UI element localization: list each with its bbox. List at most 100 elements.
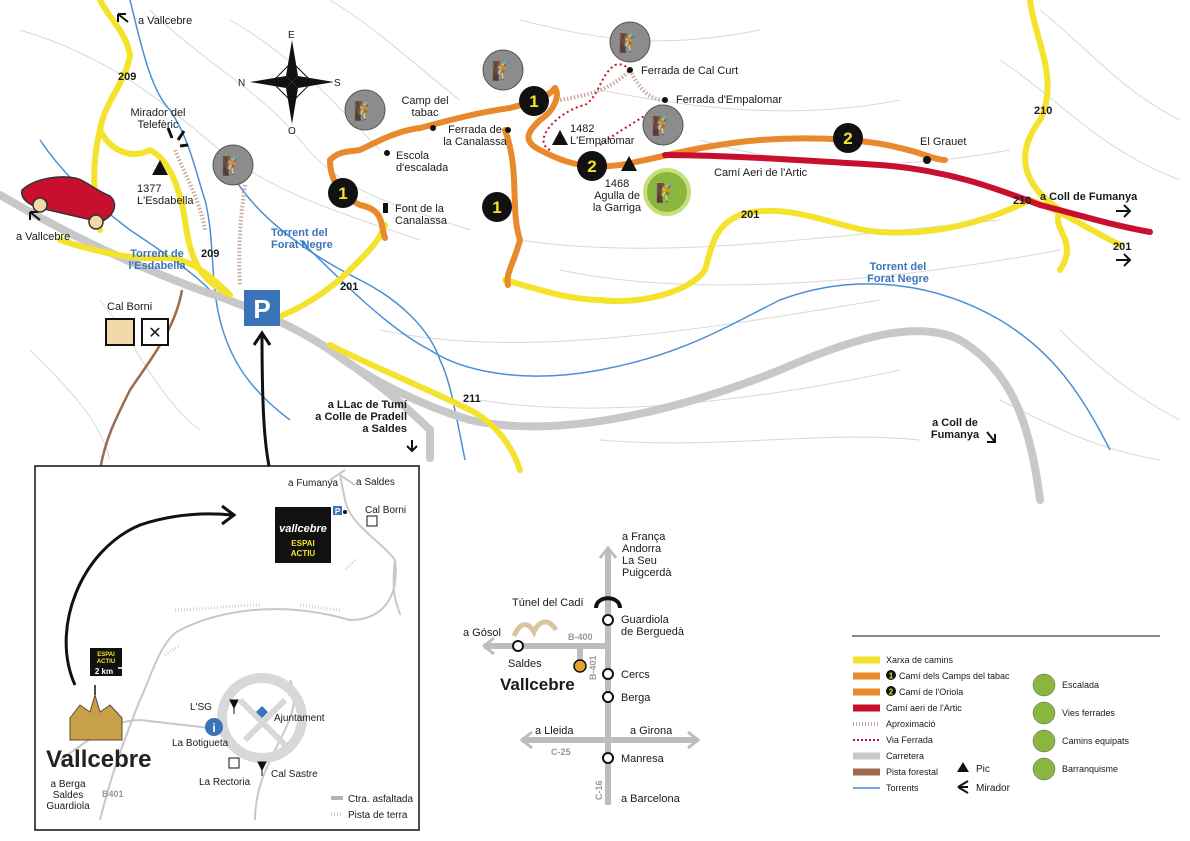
orange-routes	[327, 85, 948, 288]
legend-mirador: Mirador	[976, 783, 1011, 794]
regional-points	[512, 614, 614, 764]
svg-text:P: P	[335, 507, 341, 516]
route-210-a: 210	[1034, 105, 1052, 117]
legend-badge	[886, 670, 896, 680]
legend-label: Torrents	[886, 783, 919, 793]
legend-label: Camí aeri de l'Artic	[886, 703, 962, 713]
legend-badge	[886, 686, 896, 696]
legend-activity-icon	[1032, 729, 1056, 753]
yellow-trails	[57, 0, 1123, 473]
reg-lleida: a Lleida	[535, 725, 574, 737]
parking-sign	[244, 290, 280, 326]
marker-2b: 2	[843, 129, 852, 148]
inset-rectoria: La Rectoria	[199, 777, 251, 788]
inset-parking	[333, 506, 342, 515]
marker-1a: 1	[338, 184, 347, 203]
pic-garriga-icon	[621, 156, 637, 171]
marker-1c: 1	[529, 92, 538, 111]
marker-1b: 1	[492, 198, 501, 217]
inset-legend-dirt: Pista de terra	[348, 810, 408, 821]
label-ferrada-cal-curt: Ferrada de Cal Curt	[641, 65, 738, 77]
route-211: 211	[463, 393, 481, 405]
legend-activity-icon	[1032, 701, 1056, 725]
regional-arrows	[481, 545, 701, 750]
espai-actiu-sign	[90, 648, 122, 676]
label-cal-borni: Cal Borni	[107, 301, 152, 313]
marker-2a: 2	[587, 157, 596, 176]
legend-label: Camí dels Camps del tabac	[899, 671, 1010, 681]
inset-arrow	[64, 512, 233, 686]
legend-mirador-icon	[957, 780, 969, 794]
inset-ajuntament: Ajuntament	[274, 713, 325, 724]
reg-b401: B-401	[588, 655, 598, 680]
inset-restaurant-icon	[366, 515, 378, 527]
legend-activity-icon	[1032, 757, 1056, 781]
forest-track	[98, 289, 184, 471]
inset-legend-asphalt: Ctra. asfaltada	[348, 794, 413, 805]
reg-manresa: Manresa	[621, 753, 665, 765]
label-a-vallcebre-top: a Vallcebre	[138, 15, 192, 27]
label-coll-fumanya-right: a Coll de Fumanya	[1040, 191, 1138, 203]
logo-sub2: ACTIU	[291, 549, 316, 558]
aerial-route	[662, 152, 1153, 235]
ferrada-icon-1	[482, 49, 524, 91]
mountain-icon	[511, 619, 559, 638]
svg-text:ESPAI: ESPAI	[97, 652, 115, 658]
logo-sub1: ESPAI	[291, 539, 314, 548]
espai-actiu-logo	[275, 507, 331, 563]
escalada-icon-2	[212, 144, 254, 186]
legend-activity-label: Vies ferrades	[1062, 708, 1115, 718]
compass-s: S	[334, 78, 341, 89]
approach-paths	[173, 68, 666, 286]
svg-text:✕: ✕	[148, 325, 161, 342]
svg-text:i: i	[212, 721, 215, 735]
reg-saldes: Saldes	[508, 658, 542, 670]
direction-arrows	[29, 13, 1132, 453]
pic-empalomar-icon	[552, 130, 568, 145]
svg-text:2 km: 2 km	[95, 667, 113, 676]
inset-town: Vallcebre	[46, 746, 151, 773]
car-icon	[20, 176, 116, 230]
camins-equipats-icon	[643, 168, 691, 216]
parking-label: P	[253, 294, 270, 324]
camping-icon	[105, 318, 135, 346]
reg-berga: Berga	[621, 692, 651, 704]
label-el-grauet: El Grauet	[920, 136, 966, 148]
legend-activity-label: Escalada	[1062, 680, 1099, 690]
info-icon	[205, 718, 223, 736]
escalada-icon-1	[344, 89, 386, 131]
torrents	[39, 0, 1111, 461]
legend-label: Carretera	[886, 751, 924, 761]
svg-text:ACTIU: ACTIU	[97, 659, 115, 665]
legend-label: Xarxa de camins	[886, 655, 954, 665]
legend-pic-icon	[957, 762, 969, 772]
reg-c16: C-16	[594, 780, 604, 800]
svg-text:🧗: 🧗	[222, 155, 244, 176]
climbing-icons	[212, 21, 684, 186]
compass-o: O	[288, 126, 296, 137]
legend-badge-number: 2	[889, 688, 894, 697]
svg-text:🧗: 🧗	[652, 115, 674, 136]
ferrada-icon-2	[609, 21, 651, 63]
legend-label: Pista forestal	[886, 767, 938, 777]
reg-girona: a Girona	[630, 725, 673, 737]
tunel-cadi-icon	[594, 596, 622, 609]
inset-b401: B401	[102, 789, 124, 799]
label-a-vallcebre-left: a Vallcebre	[16, 231, 70, 243]
legend-label: Camí de l'Oriola	[899, 687, 963, 697]
route-209-top: 209	[118, 71, 136, 83]
